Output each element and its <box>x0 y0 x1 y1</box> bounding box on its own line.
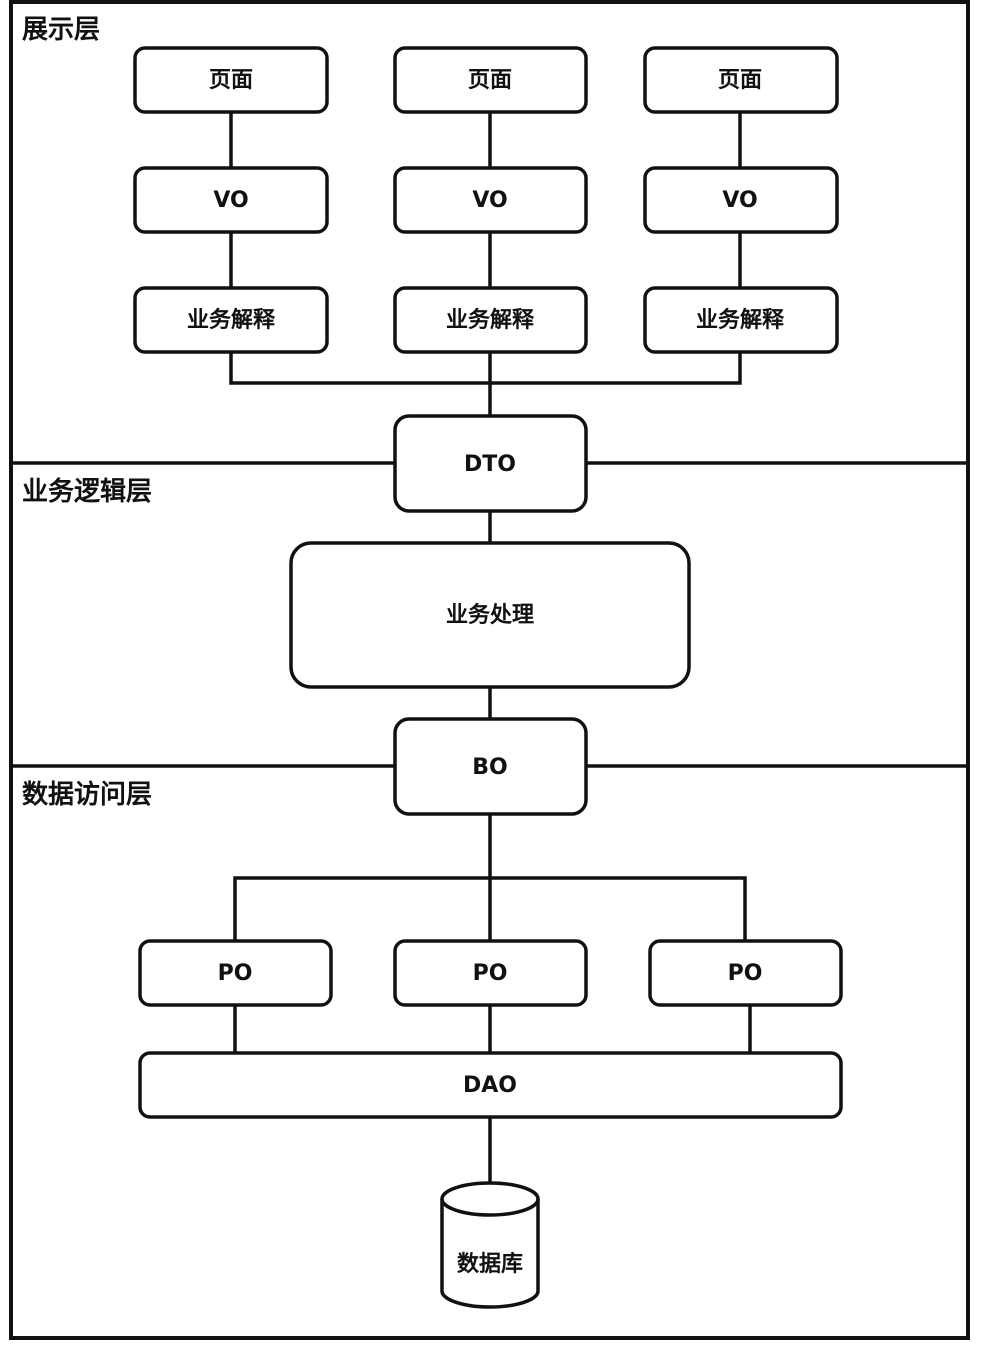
node-page-1-label: 页面 <box>209 68 253 93</box>
node-vo-3: VO <box>643 166 839 234</box>
node-interpret-2-label: 业务解释 <box>446 307 535 333</box>
node-vo-1: VO <box>133 166 329 234</box>
node-po-1: PO <box>138 939 333 1007</box>
node-po-2: PO <box>393 939 588 1007</box>
database-icon: 数据库 <box>440 1181 540 1309</box>
node-dao-label: DAO <box>463 1073 517 1098</box>
node-database-label: 数据库 <box>457 1251 523 1277</box>
node-page-2: 页面 <box>393 46 588 114</box>
node-interpret-2: 业务解释 <box>393 286 588 354</box>
layer-label-presentation: 展示层 <box>22 15 100 45</box>
node-interpret-1: 业务解释 <box>133 286 329 354</box>
node-page-2-label: 页面 <box>468 68 512 93</box>
node-dto-label: DTO <box>464 452 516 477</box>
node-vo-1-label: VO <box>213 188 248 213</box>
diagram-frame <box>9 0 970 1340</box>
layer-label-data-access: 数据访问层 <box>22 780 152 810</box>
link-interpret-merge <box>229 352 742 385</box>
node-dao: DAO <box>138 1051 843 1119</box>
node-interpret-3-label: 业务解释 <box>696 307 785 333</box>
node-page-1: 页面 <box>133 46 329 114</box>
node-interpret-3: 业务解释 <box>643 286 839 354</box>
node-business-process: 业务处理 <box>289 541 691 689</box>
node-page-3-label: 页面 <box>718 68 762 93</box>
node-bo-label: BO <box>472 755 507 780</box>
node-po-3: PO <box>648 939 843 1007</box>
node-po-3-label: PO <box>728 961 763 986</box>
node-vo-2-label: VO <box>472 188 507 213</box>
node-po-2-label: PO <box>473 961 508 986</box>
node-dto: DTO <box>393 414 588 513</box>
node-bo: BO <box>393 717 588 816</box>
node-vo-2: VO <box>393 166 588 234</box>
node-page-3: 页面 <box>643 46 839 114</box>
node-po-1-label: PO <box>218 961 253 986</box>
node-business-process-label: 业务处理 <box>446 602 534 628</box>
layer-label-business-logic: 业务逻辑层 <box>22 477 152 507</box>
link-po-branch <box>233 876 747 941</box>
node-interpret-1-label: 业务解释 <box>187 307 276 333</box>
node-vo-3-label: VO <box>722 188 757 213</box>
